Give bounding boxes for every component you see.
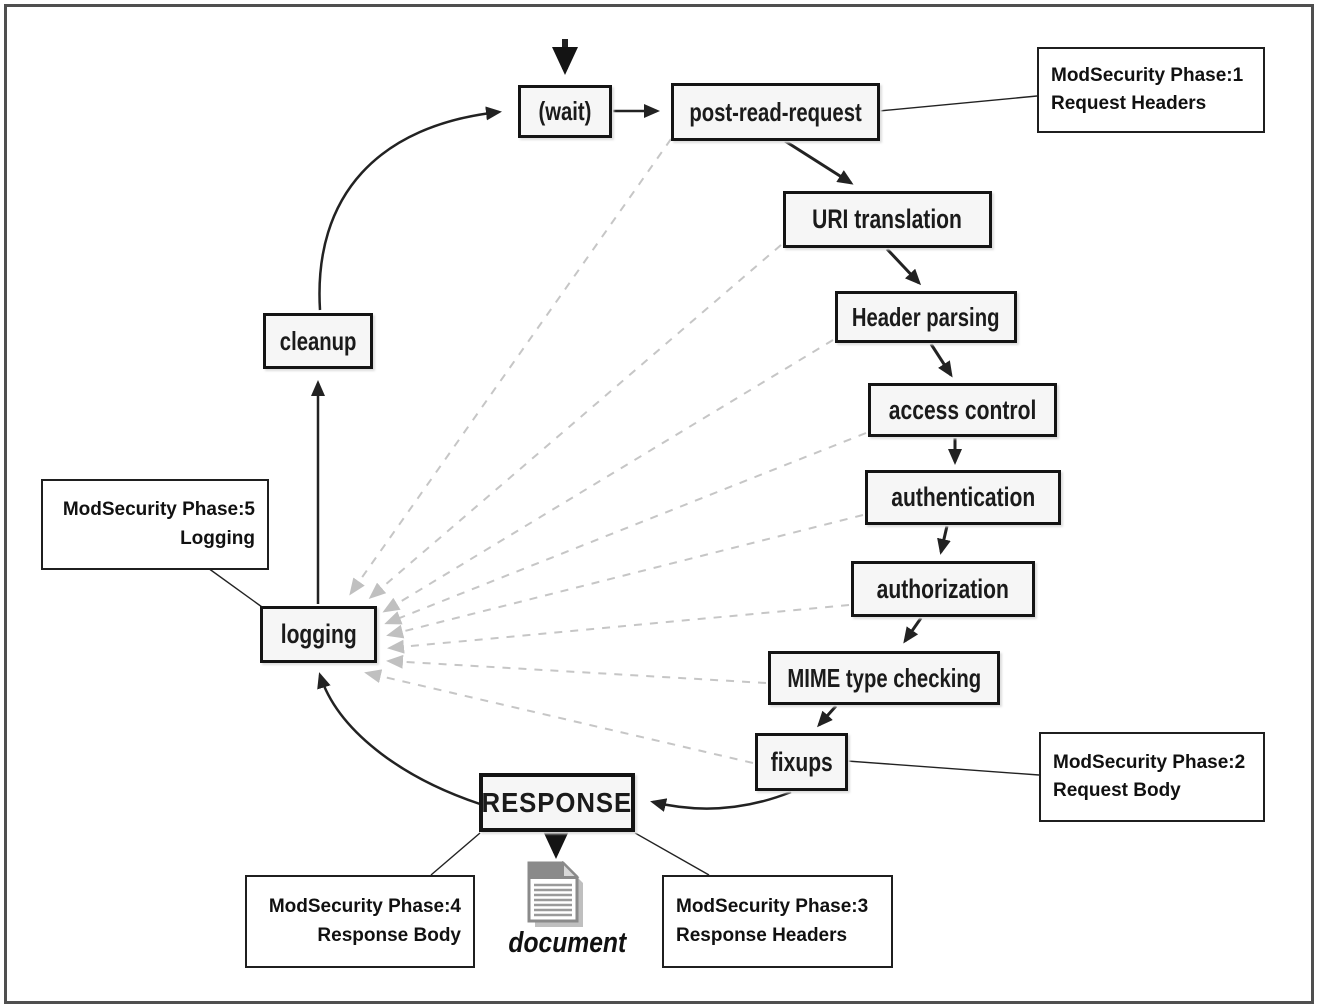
callout-leader-lines	[207, 95, 1040, 876]
node-cleanup: cleanup	[263, 313, 373, 369]
callout-modsecurity-phase-5: ModSecurity Phase:5 Logging	[41, 479, 269, 570]
callout-phase4-line2: Response Body	[317, 924, 461, 946]
node-authentication-label: authentication	[891, 482, 1035, 512]
callout-phase1-line1: ModSecurity Phase:1	[1051, 64, 1244, 86]
node-header-parsing: Header parsing	[835, 291, 1017, 343]
callout-phase4-line1: ModSecurity Phase:4	[268, 896, 461, 917]
node-authentication: authentication	[865, 470, 1061, 525]
node-post-read-request: post-read-request	[671, 83, 880, 141]
node-cleanup-label: cleanup	[279, 325, 357, 356]
callout-phase3-line2: Response Headers	[676, 924, 848, 946]
callout-modsecurity-phase-3: ModSecurity Phase:3 Response Headers	[662, 875, 893, 968]
node-authorization: authorization	[851, 561, 1035, 617]
node-uri-translation-label: URI translation	[812, 204, 963, 234]
node-authorization-label: authorization	[876, 573, 1010, 604]
node-fixups: fixups	[755, 733, 848, 791]
connector-layer	[207, 39, 1040, 876]
node-access-control-label: access control	[888, 394, 1037, 425]
dashed-logging-connectors	[349, 138, 867, 764]
node-response-label: RESPONSE	[481, 786, 633, 818]
diagram-canvas: (wait) post-read-request URI translation…	[4, 4, 1314, 1004]
document-icon	[527, 861, 583, 927]
node-response: RESPONSE	[479, 773, 635, 832]
callout-phase2-line1: ModSecurity Phase:2	[1053, 751, 1246, 773]
node-wait: (wait)	[518, 85, 612, 138]
node-access-control: access control	[868, 383, 1057, 437]
node-uri-translation: URI translation	[783, 191, 992, 248]
document-label: document	[508, 927, 626, 959]
flow-arrows	[311, 39, 962, 859]
node-logging-label: logging	[280, 619, 357, 649]
callout-phase5-line2: Logging	[180, 527, 255, 549]
node-post-read-request-label: post-read-request	[689, 96, 862, 127]
node-logging: logging	[260, 606, 377, 663]
node-mime-type-checking-label: MIME type checking	[787, 662, 981, 693]
node-header-parsing-label: Header parsing	[852, 301, 1000, 332]
node-mime-type-checking: MIME type checking	[768, 651, 1000, 705]
callout-modsecurity-phase-2: ModSecurity Phase:2 Request Body	[1039, 732, 1265, 822]
callout-phase1-line2: Request Headers	[1051, 93, 1207, 114]
callout-phase2-line2: Request Body	[1053, 780, 1181, 801]
callout-phase5-line1: ModSecurity Phase:5	[62, 499, 255, 520]
callout-phase3-line1: ModSecurity Phase:3	[676, 896, 869, 917]
node-fixups-label: fixups	[770, 746, 833, 777]
callout-modsecurity-phase-1: ModSecurity Phase:1 Request Headers	[1037, 47, 1265, 133]
callout-modsecurity-phase-4: ModSecurity Phase:4 Response Body	[245, 875, 475, 968]
node-wait-label: (wait)	[538, 96, 592, 126]
